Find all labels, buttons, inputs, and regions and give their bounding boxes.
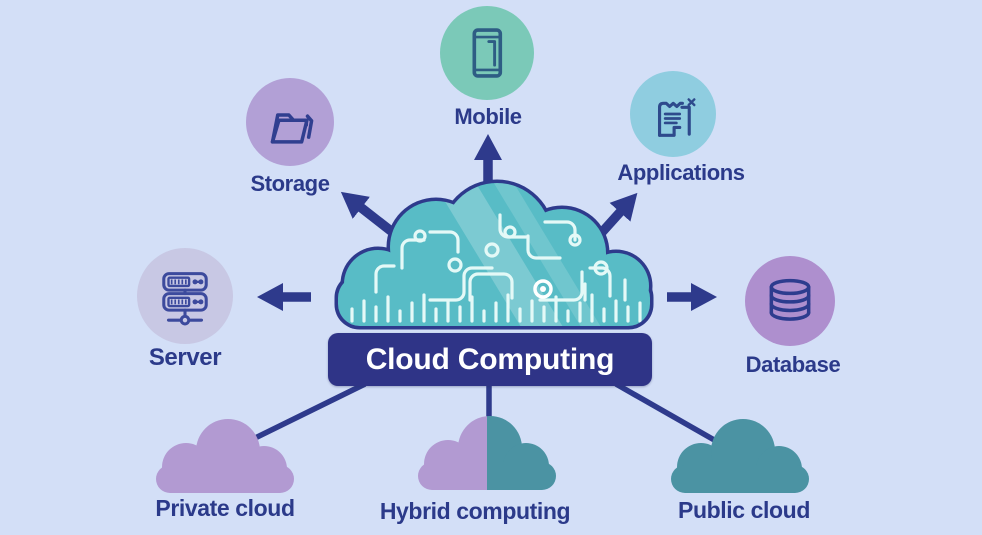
hybrid-cloud-shape: [418, 416, 556, 490]
public-cloud-shape: [671, 419, 809, 493]
private-cloud-shape: [156, 419, 294, 493]
node-label-applications: Applications: [617, 160, 745, 185]
arrow-to-storage: [340, 191, 394, 235]
node-server: [137, 248, 233, 344]
hybrid-cloud-right-half: [487, 416, 556, 490]
cloud-computing-banner: Cloud Computing: [328, 333, 652, 386]
app-window-icon: [657, 98, 696, 137]
folder-icon: [270, 113, 314, 144]
central-cloud-circuit-pattern: [350, 183, 642, 326]
server-rack-icon: [162, 272, 208, 326]
node-label-storage: Storage: [250, 171, 330, 196]
label-hybrid-computing: Hybrid computing: [379, 498, 571, 524]
connector-public-cloud: [614, 381, 718, 444]
connector-private-cloud: [247, 381, 367, 444]
node-label-database: Database: [745, 352, 841, 377]
node-database: [745, 256, 835, 346]
node-storage: [246, 78, 334, 166]
node-applications: [630, 71, 716, 157]
node-label-server: Server: [148, 344, 222, 371]
node-mobile: [440, 6, 534, 100]
database-icon: [769, 278, 811, 321]
label-public-cloud: Public cloud: [678, 497, 810, 523]
node-label-mobile: Mobile: [454, 104, 522, 129]
smartphone-icon: [472, 28, 503, 78]
hybrid-cloud-left-half: [418, 416, 487, 490]
central-cloud: [334, 179, 654, 330]
label-private-cloud: Private cloud: [155, 495, 295, 521]
central-cloud-fill: [338, 183, 650, 326]
server-led-dots: [192, 279, 204, 305]
